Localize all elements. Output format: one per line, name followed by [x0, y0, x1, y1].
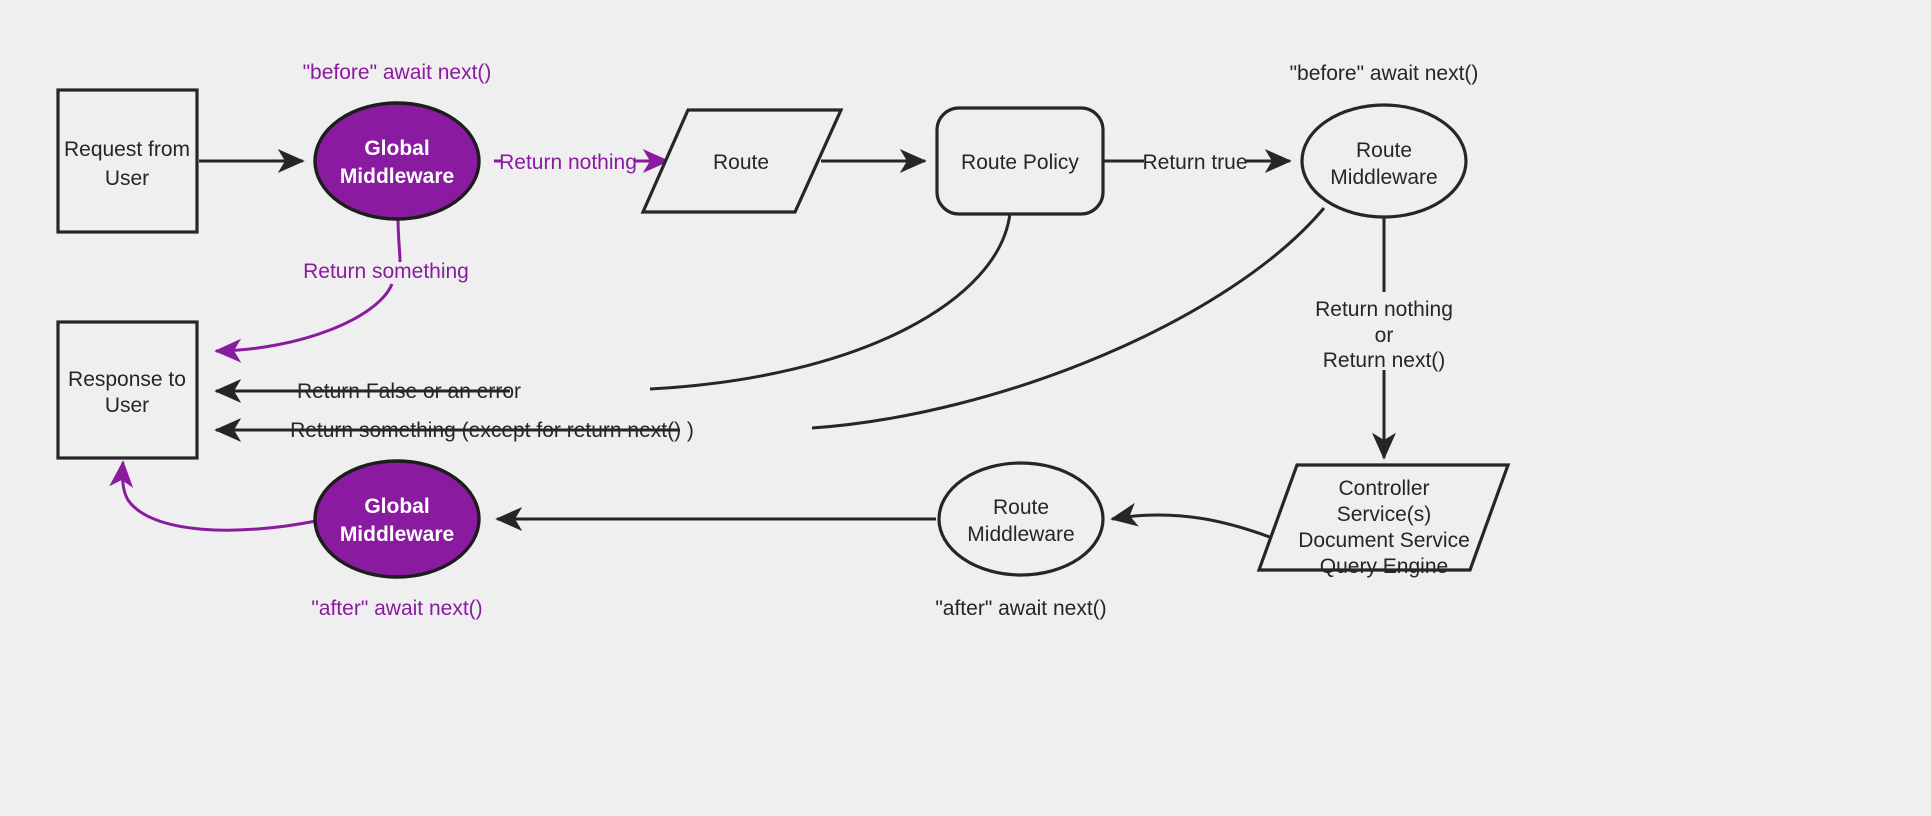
node-global-middleware-bottom-label-line2: Middleware [340, 523, 454, 546]
node-route-middleware-bottom[interactable]: Route Middleware [937, 461, 1105, 577]
annotation-before-await-next-route: "before" await next() [1290, 62, 1479, 85]
node-response-label-line1: Response to [68, 368, 186, 391]
annotation-after-await-next-route: "after" await next() [935, 597, 1106, 620]
node-response-to-user[interactable]: Response to User [56, 320, 199, 460]
edge-label-return-true: Return true [1142, 151, 1247, 174]
edge-route-policy-to-response [214, 212, 1012, 403]
node-route-middleware-top-label-line1: Route [1356, 139, 1412, 162]
edge-label-return-nothing: Return nothing [499, 151, 637, 174]
edge-controller-to-route-middleware-bottom [1110, 502, 1291, 547]
edge-label-or: or [1375, 324, 1394, 347]
annotation-after-await-next-global: "after" await next() [311, 597, 482, 620]
node-request-label-line1: Request from [64, 138, 190, 161]
node-controller-services[interactable]: Controller Service(s) Document Service Q… [1256, 463, 1511, 578]
node-global-middleware-top[interactable]: Global Middleware [313, 101, 481, 221]
edge-label-return-next: Return next() [1323, 349, 1446, 372]
node-route-middleware-top-label-line2: Middleware [1330, 166, 1437, 189]
node-controller-label-line3: Document Service [1298, 529, 1470, 552]
edge-label-return-something-except: Return something (except for return next… [290, 419, 694, 442]
node-route-label: Route [713, 151, 769, 174]
node-route-policy[interactable]: Route Policy [935, 106, 1105, 216]
edge-label-return-false-or-error: Return False or an error [297, 380, 521, 403]
node-request-label-line2: User [105, 167, 149, 190]
node-global-middleware-bottom[interactable]: Global Middleware [313, 459, 481, 579]
node-route[interactable]: Route [640, 108, 844, 214]
node-request-from-user[interactable]: Request from User [56, 88, 199, 234]
annotation-before-await-next-global: "before" await next() [303, 61, 492, 84]
node-response-label-line2: User [105, 394, 149, 417]
node-controller-label-line2: Service(s) [1337, 503, 1432, 526]
node-route-middleware-bottom-label-line2: Middleware [967, 523, 1074, 546]
node-route-middleware-bottom-label-line1: Route [993, 496, 1049, 519]
node-controller-label-line4: Query Engine [1320, 555, 1448, 578]
node-global-middleware-top-label-line2: Middleware [340, 165, 454, 188]
node-route-policy-label: Route Policy [961, 151, 1079, 174]
node-global-middleware-bottom-label-line1: Global [364, 495, 429, 518]
node-route-middleware-top[interactable]: Route Middleware [1300, 103, 1468, 219]
edge-label-return-something: Return something [303, 260, 469, 283]
node-controller-label-line1: Controller [1338, 477, 1429, 500]
edge-global-middleware-bottom-to-response [109, 460, 317, 532]
edge-route-middleware-to-response [214, 207, 1326, 442]
edge-label-return-nothing-2: Return nothing [1315, 298, 1453, 321]
edge-global-middleware-to-response [214, 215, 402, 363]
node-global-middleware-top-label-line1: Global [364, 137, 429, 160]
